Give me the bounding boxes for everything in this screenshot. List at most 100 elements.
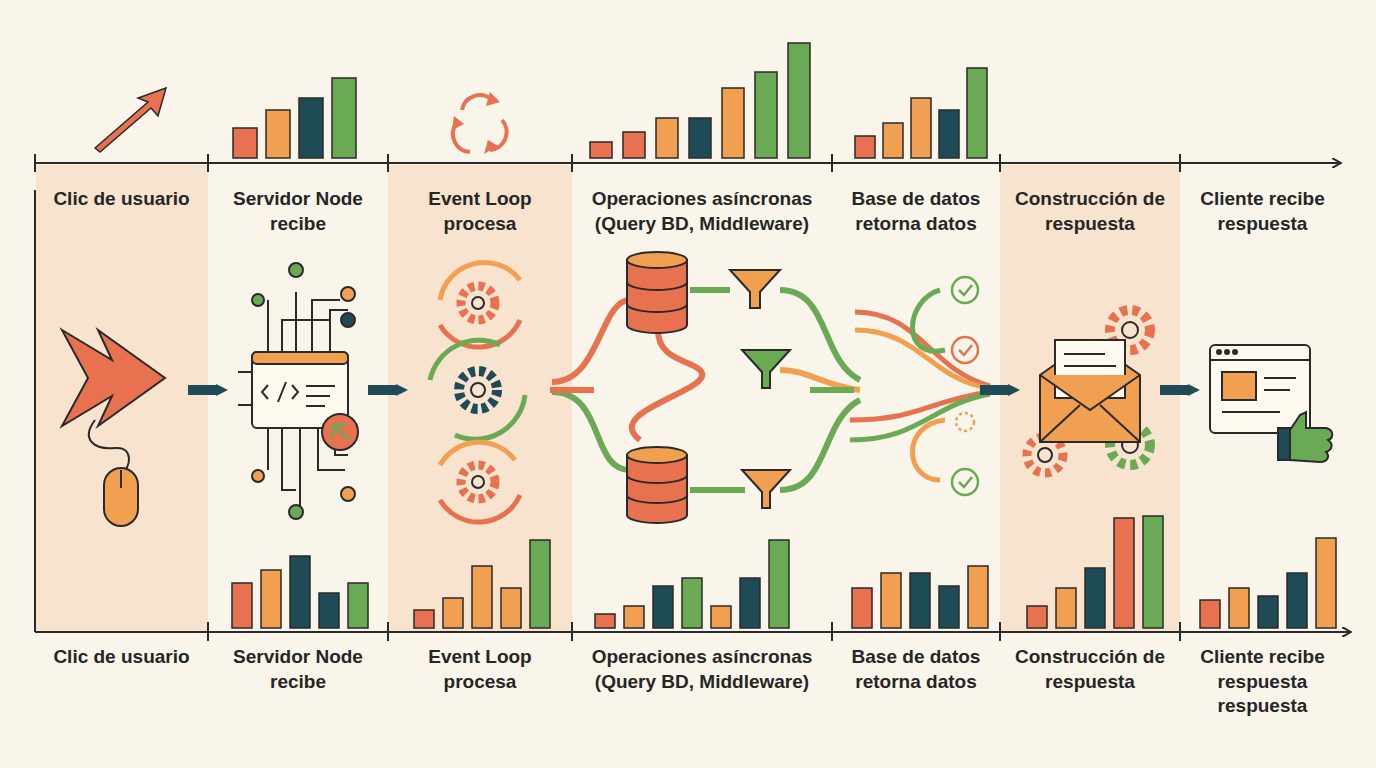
server-icon [289, 505, 303, 519]
bar [414, 610, 434, 628]
server-icon [322, 414, 358, 450]
response-envelope [1122, 322, 1138, 338]
async-operations [627, 260, 687, 333]
server-icon [333, 425, 350, 440]
server-icon [341, 487, 355, 501]
client-browser [1290, 412, 1332, 462]
bar [939, 110, 959, 158]
mouse-click-icon [62, 330, 165, 526]
server-icon [238, 292, 348, 508]
timeline-axis [571, 154, 573, 172]
bar [689, 118, 711, 158]
stage-band: Operaciones asíncronas (Query BD, Middle… [572, 175, 832, 735]
bar [711, 606, 731, 628]
async-operations [627, 475, 687, 503]
bar [501, 588, 521, 628]
database-results [913, 420, 946, 480]
event-loop-gears [430, 262, 525, 522]
band-shading [1000, 165, 1180, 631]
async-operations [632, 330, 702, 440]
client-browser [1222, 378, 1296, 412]
timeline-axis [35, 162, 1340, 164]
async-operations [627, 252, 687, 268]
event-loop-gears [472, 297, 484, 309]
bar [472, 566, 492, 628]
bar-chart [232, 43, 1336, 628]
bar [911, 98, 931, 158]
server-icon [341, 313, 355, 327]
response-envelope [1038, 448, 1052, 462]
timeline-axis [831, 622, 833, 641]
event-loop-gears [440, 262, 520, 300]
bar [266, 110, 290, 158]
stage-title-top: Cliente recibe respuesta [1184, 187, 1341, 236]
async-operations [627, 455, 687, 523]
stage-band: Servidor Node recibeServidor Node recibe [208, 175, 388, 735]
async-operations [627, 282, 687, 312]
bar [939, 586, 959, 628]
bar [595, 614, 615, 628]
bar [233, 128, 257, 158]
event-loop-gears [430, 262, 525, 522]
bar [332, 78, 356, 158]
async-operations [780, 400, 860, 490]
stage-title-bottom: Cliente recibe respuesta respuesta [1184, 645, 1341, 719]
bar [1056, 588, 1076, 628]
bar [1287, 573, 1307, 628]
stage-band: Cliente recibe respuestaCliente recibe r… [1180, 175, 1345, 735]
async-operations [552, 290, 860, 490]
timeline-axis [999, 154, 1001, 172]
bar [1143, 516, 1163, 628]
bar [740, 578, 760, 628]
bar [623, 132, 645, 158]
server-icon [306, 386, 335, 406]
band-shading [36, 165, 208, 631]
server-icon [252, 294, 264, 306]
async-operations [780, 290, 860, 380]
bar [1027, 606, 1047, 628]
bar [910, 573, 930, 628]
flow-arrow [550, 387, 594, 393]
flow-arrow [1160, 385, 1190, 395]
event-loop-gears [459, 371, 497, 409]
timeline-axis [207, 154, 209, 172]
event-loop-gears [461, 286, 495, 320]
timeline-axis [387, 154, 389, 172]
mouse-click-icon [89, 420, 129, 472]
top-icons [453, 95, 507, 152]
async-operations [552, 252, 860, 523]
client-browser [1278, 428, 1290, 460]
stage-band: Event Loop procesaEvent Loop procesa [388, 175, 572, 735]
server-icon [289, 263, 303, 277]
response-envelope [1040, 375, 1140, 410]
bar [968, 566, 988, 628]
database-results [952, 277, 978, 495]
bar [290, 556, 310, 628]
server-icon [252, 470, 264, 482]
timeline-axis [1179, 622, 1181, 641]
async-operations [627, 447, 687, 463]
bar [653, 586, 673, 628]
bar [1114, 518, 1134, 628]
server-icon [252, 352, 348, 364]
stage-title-bottom: Operaciones asíncronas (Query BD, Middle… [576, 645, 828, 694]
mouse-click-icon [104, 468, 138, 526]
bar [319, 593, 339, 628]
database-results [956, 413, 974, 431]
bar [769, 540, 789, 628]
async-operations [690, 287, 730, 293]
database-results [850, 290, 990, 480]
database-results [959, 285, 972, 295]
bar [443, 598, 463, 628]
event-loop-gears [459, 286, 497, 499]
database-results [850, 277, 990, 495]
timeline-axis [35, 631, 1350, 633]
response-envelope [1040, 340, 1140, 442]
bar [1200, 600, 1220, 628]
timeline-axis [1179, 154, 1181, 172]
bar [261, 570, 281, 628]
bar [788, 43, 810, 158]
client-browser [1222, 372, 1256, 400]
async-operations [730, 270, 780, 308]
